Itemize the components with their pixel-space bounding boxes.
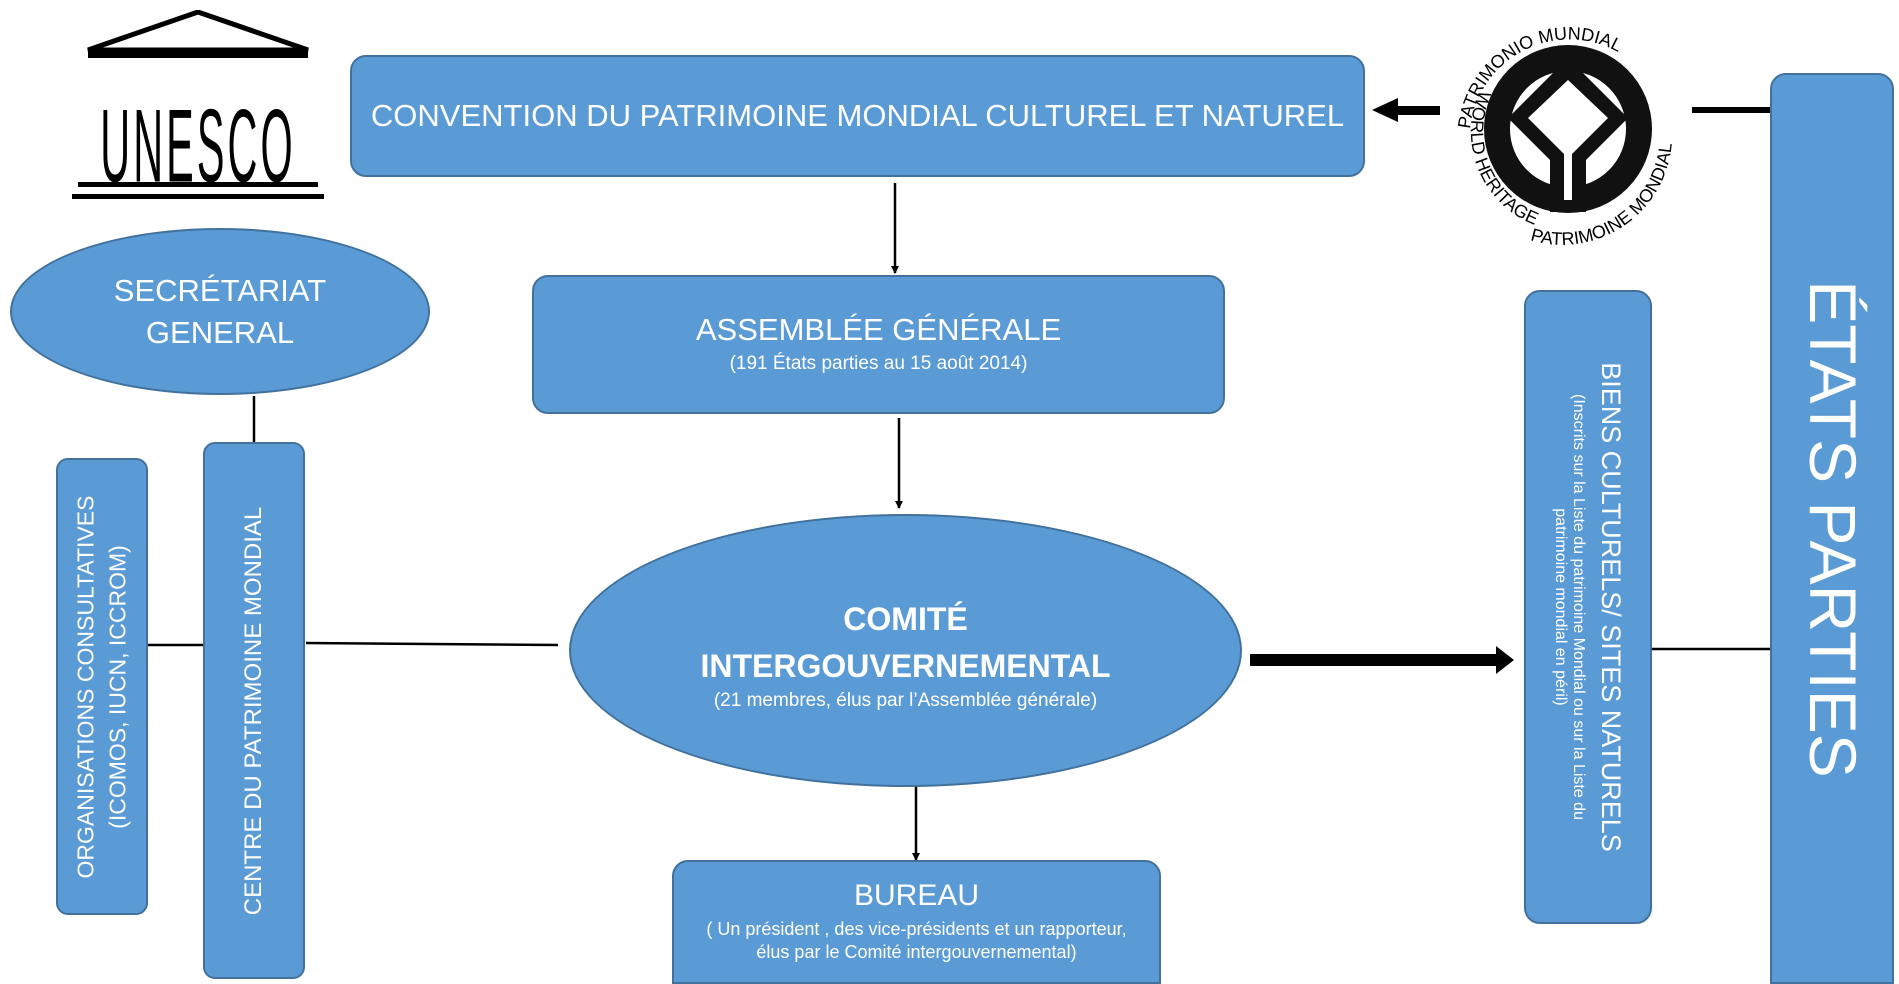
comite-sub: (21 membres, élus par l’Assemblée généra… [713, 689, 1098, 711]
comite-line1: COMITÉ [843, 601, 968, 638]
secretariat-line2: GENERAL [145, 314, 295, 350]
unesco-logo: UNESCO [72, 10, 324, 204]
etats-parties-box: ÉTATS PARTIES [1770, 73, 1894, 984]
organisations-line1: ORGANISATIONS CONSULTATIVES [72, 495, 99, 878]
centre-box: CENTRE DU PATRIMOINE MONDIAL [203, 442, 305, 979]
biens-label: BIENS CULTURELS/ SITES NATURELS [1595, 362, 1626, 852]
biens-box: BIENS CULTURELS/ SITES NATURELS (Inscrit… [1524, 290, 1652, 924]
arrow-comite-to-biens [1250, 646, 1514, 674]
bureau-box: BUREAU ( Un président , des vice-préside… [672, 860, 1161, 984]
organisations-box: ORGANISATIONS CONSULTATIVES (ICOMOS, IUC… [56, 458, 148, 915]
comite-ellipse: COMITÉ INTERGOUVERNEMENTAL (21 membres, … [569, 514, 1242, 787]
centre-label: CENTRE DU PATRIMOINE MONDIAL [240, 506, 268, 915]
biens-sub1: (Inscrits sur la Liste du patrimoine Mon… [1569, 394, 1587, 820]
bureau-label: BUREAU [853, 879, 980, 913]
secretariat-ellipse: SECRÉTARIAT GENERAL [10, 228, 430, 395]
organisations-line2: (ICOMOS, IUCN, ICCROM) [105, 544, 131, 829]
world-heritage-emblem: PATRIMONIO MUNDIAL WORLD HERITAGE PATRIM… [1454, 23, 1676, 249]
line-centre-to-comite [305, 641, 559, 647]
assemblee-box: ASSEMBLÉE GÉNÉRALE (191 États parties au… [532, 275, 1225, 414]
convention-box: CONVENTION DU PATRIMOINE MONDIAL CULTURE… [350, 55, 1365, 177]
bureau-sub2: élus par le Comité intergouvernemental) [756, 942, 1077, 963]
assemblee-label: ASSEMBLÉE GÉNÉRALE [695, 312, 1062, 348]
biens-sub2: patrimoine mondial en péril) [1551, 508, 1569, 706]
arrow-logo-to-convention [1372, 98, 1440, 122]
etats-parties-label: ÉTATS PARTIES [1795, 279, 1870, 778]
secretariat-line1: SECRÉTARIAT [113, 272, 327, 308]
assemblee-sub: (191 États parties au 15 août 2014) [729, 352, 1028, 374]
comite-line2: INTERGOUVERNEMENTAL [700, 648, 1111, 685]
convention-label: CONVENTION DU PATRIMOINE MONDIAL CULTURE… [370, 98, 1345, 134]
bureau-sub1: ( Un président , des vice-présidents et … [706, 918, 1127, 939]
